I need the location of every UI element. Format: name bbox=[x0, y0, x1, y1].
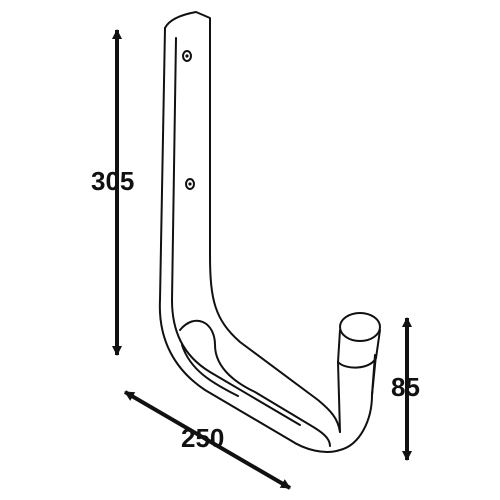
tip-height-dimension-label: 85 bbox=[391, 372, 420, 402]
hook-tip-cap-body bbox=[337, 329, 381, 369]
height-dimension-label: 305 bbox=[91, 166, 135, 196]
hook-outer-edge bbox=[164, 11, 341, 433]
hook-trough-inner bbox=[181, 344, 239, 397]
depth-dimension-arrow bbox=[123, 390, 292, 490]
hook-outline bbox=[158, 11, 381, 453]
hook-trough bbox=[179, 319, 331, 447]
mounting-holes bbox=[182, 50, 195, 190]
hook-back-edge bbox=[158, 27, 376, 453]
hook-tip-cap-top bbox=[339, 312, 381, 342]
hook-tip-shaft bbox=[337, 354, 377, 433]
hook-channel bbox=[171, 37, 301, 426]
depth-dimension-label: 250 bbox=[181, 423, 225, 453]
